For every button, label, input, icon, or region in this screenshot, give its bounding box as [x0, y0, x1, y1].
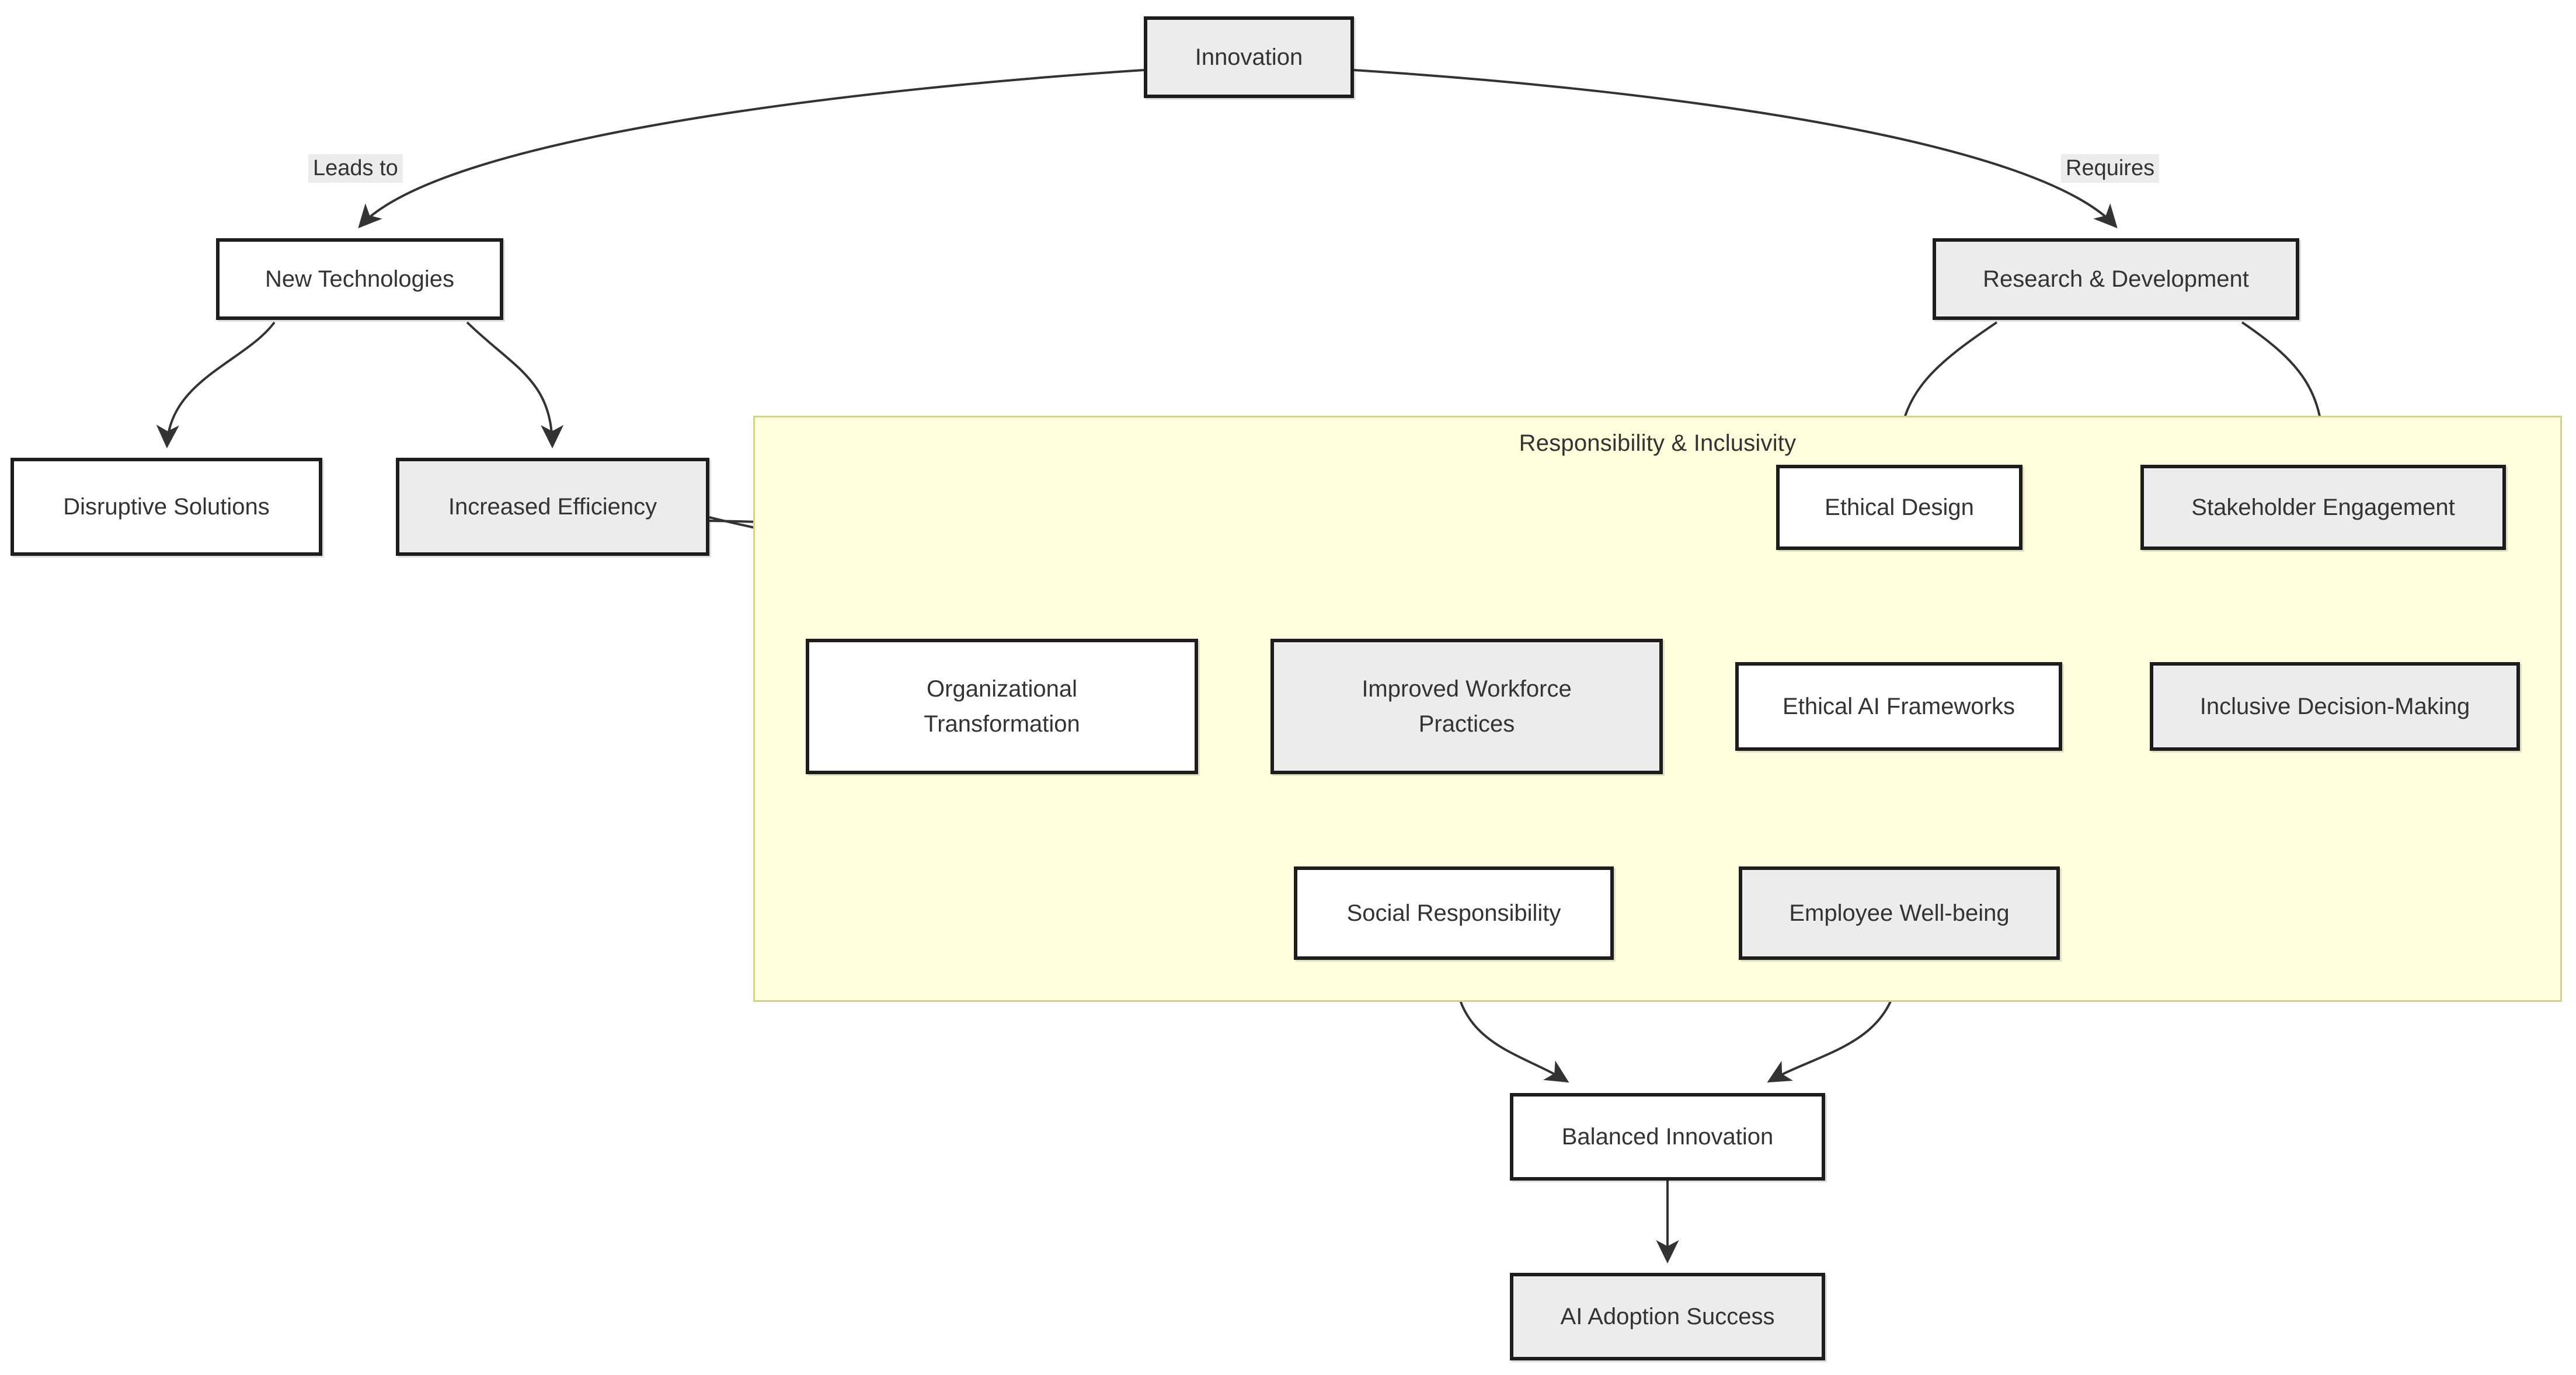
edge-new-technologies-increased-efficiency [466, 321, 564, 448]
node-ai-adoption-success[interactable]: AI Adoption Success [1510, 1273, 1825, 1360]
node-ethical-design[interactable]: Ethical Design [1776, 465, 2022, 550]
node-label-balanced-innovation: Balanced Innovation [1561, 1124, 1774, 1150]
edge-new-technologies-disruptive-solutions [156, 321, 276, 448]
node-label-social-responsibility: Social Responsibility [1346, 900, 1561, 926]
node-increased-efficiency[interactable]: Increased Efficiency [396, 458, 709, 556]
node-label-ai-adoption-success: AI Adoption Success [1560, 1304, 1775, 1329]
node-social-responsibility[interactable]: Social Responsibility [1294, 866, 1614, 960]
node-research-development[interactable]: Research & Development [1933, 238, 2299, 320]
node-label-increased-efficiency: Increased Efficiency [448, 494, 657, 520]
node-label-research-development: Research & Development [1983, 266, 2249, 292]
node-label-disruptive-solutions: Disruptive Solutions [63, 494, 270, 520]
node-label-inclusive-decision-making: Inclusive Decision-Making [2199, 694, 2470, 719]
node-label-organizational-transformation: Organizational Transformation [924, 676, 1080, 737]
node-organizational-transformation[interactable]: Organizational Transformation [806, 639, 1198, 774]
edge-innovation-new-technologies [358, 69, 1144, 228]
node-label-innovation: Innovation [1195, 44, 1303, 70]
subgraph-title: Responsibility & Inclusivity [1519, 430, 1797, 456]
node-new-technologies[interactable]: New Technologies [216, 238, 503, 320]
node-label-employee-well-being: Employee Well-being [1789, 900, 2010, 926]
node-label-ethical-design: Ethical Design [1825, 495, 1974, 520]
node-label-stakeholder-engagement: Stakeholder Engagement [2191, 495, 2455, 520]
edge-innovation-research-development [1353, 69, 2118, 228]
node-stakeholder-engagement[interactable]: Stakeholder Engagement [2140, 465, 2506, 550]
node-label-ethical-ai-frameworks: Ethical AI Frameworks [1783, 694, 2015, 719]
node-inclusive-decision-making[interactable]: Inclusive Decision-Making [2150, 662, 2520, 751]
node-employee-well-being[interactable]: Employee Well-being [1739, 866, 2060, 960]
edge-label-requires: Requires [2061, 154, 2160, 183]
node-improved-workforce-practices[interactable]: Improved Workforce Practices [1270, 639, 1663, 774]
node-ethical-ai-frameworks[interactable]: Ethical AI Frameworks [1735, 662, 2062, 751]
node-label-new-technologies: New Technologies [265, 266, 454, 292]
node-innovation[interactable]: Innovation [1144, 16, 1354, 98]
node-balanced-innovation[interactable]: Balanced Innovation [1510, 1093, 1825, 1181]
node-label-improved-workforce-practices: Improved Workforce Practices [1362, 676, 1572, 737]
edge-label-leads-to: Leads to [308, 154, 403, 183]
node-disruptive-solutions[interactable]: Disruptive Solutions [11, 458, 322, 556]
